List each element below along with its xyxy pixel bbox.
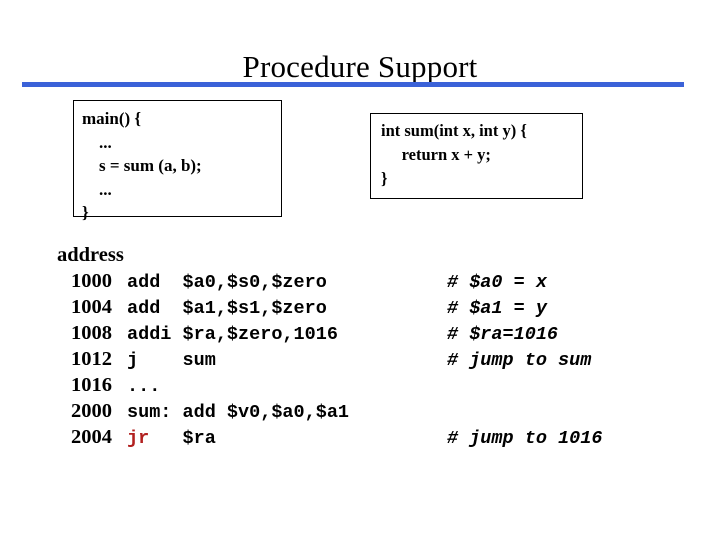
assembly-address: 2000 — [71, 400, 112, 422]
code-line: return x + y; — [381, 145, 491, 164]
assembly-address: 1000 — [71, 270, 112, 292]
assembly-row: 2000 sum: add $v0,$a0,$a1 — [71, 398, 697, 424]
assembly-row: 1016... — [71, 372, 697, 398]
code-line: ... — [82, 179, 112, 199]
assembly-row: 1000 add $a0,$s0,$zero # $a0 = x — [71, 268, 697, 294]
assembly-comment: # $a0 = x — [447, 272, 547, 293]
callee-code-box: int sum(int x, int y) { return x + y;} — [370, 113, 583, 199]
assembly-instruction: add $a1,$s1,$zero — [127, 298, 327, 319]
assembly-instruction: j sum — [127, 350, 216, 371]
assembly-address: 1004 — [71, 296, 112, 318]
assembly-instruction: jr $ra — [127, 426, 447, 452]
assembly-rows: 1000 add $a0,$s0,$zero # $a0 = x 1004 add $a… — [57, 268, 697, 450]
code-line: s = sum (a, b); — [82, 156, 202, 175]
assembly-instruction: add $a0,$s0,$zero — [127, 272, 327, 293]
title-divider — [22, 82, 684, 87]
assembly-row: 1012 j sum # jump to sum — [71, 346, 697, 372]
code-line: ... — [82, 132, 112, 152]
assembly-address: 1012 — [71, 348, 112, 370]
assembly-row: 1004 add $a1,$s1,$zero # $a1 = y — [71, 294, 697, 320]
assembly-row: 1008 addi $ra,$zero,1016 # $ra=1016 — [71, 320, 697, 346]
page-title: Procedure Support — [242, 48, 478, 84]
assembly-address: 2004 — [71, 426, 112, 448]
assembly-address: 1016 — [71, 374, 112, 396]
assembly-comment: # $a1 = y — [447, 298, 547, 319]
code-line: } — [82, 203, 89, 222]
assembly-comment: # jump to sum — [447, 350, 592, 371]
code-line: main() { — [82, 109, 142, 128]
code-line: int sum(int x, int y) { — [381, 121, 527, 140]
assembly-instruction: addi $ra,$zero,1016 — [127, 324, 338, 345]
assembly-instruction: sum: add $v0,$a0,$a1 — [127, 402, 350, 423]
assembly-comment: # $ra=1016 — [447, 324, 559, 345]
assembly-comment: # jump to 1016 — [447, 428, 603, 449]
assembly-mnemonic-highlighted: jr — [127, 428, 150, 449]
assembly-address-heading: address — [57, 244, 124, 266]
code-line: } — [381, 169, 388, 188]
assembly-address: 1008 — [71, 322, 112, 344]
assembly-instruction: ... — [127, 376, 161, 397]
caller-code-box: main() { ... s = sum (a, b); ...} — [73, 100, 282, 222]
assembly-operands: $ra — [149, 428, 216, 449]
